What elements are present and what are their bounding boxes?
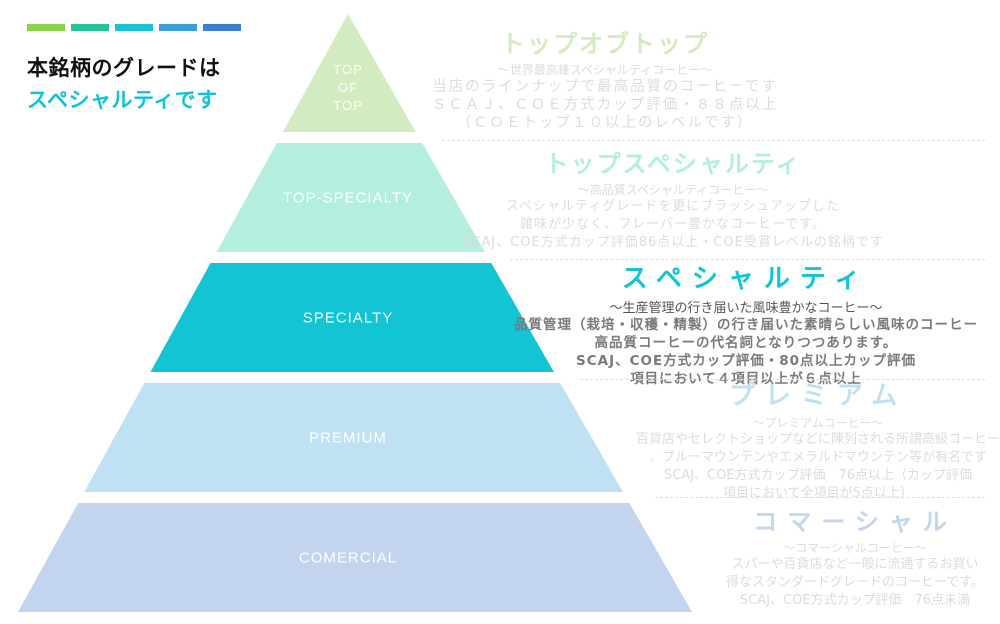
description-body-line: （ＣＯＥトップ１０以上のレベルです） xyxy=(456,115,754,131)
description-body-line: 雑味が少なく、フレーバー豊かなコーヒーです。 xyxy=(520,217,826,232)
pyramid-tier-comercial xyxy=(18,503,692,612)
description-title-premium: プレミアム xyxy=(728,381,908,411)
color-bar-2 xyxy=(71,24,109,31)
pyramid-tier-top-of-top xyxy=(282,14,416,132)
description-body-line: SCAJ、COE方式カップ評価・80点以上カップ評価 xyxy=(576,353,916,369)
description-body-line: SCAJ、COE方式カップ評価 76点以上（カップ評価 xyxy=(663,468,973,483)
description-subtitle-specialty: 〜生産管理の行き届いた風味豊かなコーヒー〜 xyxy=(609,301,883,316)
heading-line-2: スペシャルティです xyxy=(27,88,218,112)
heading-line-1: 本銘柄のグレードは xyxy=(27,56,221,80)
description-body-line: SCAJ、COE方式カップ評価86点以上・COE受賞レベルの銘柄です xyxy=(462,235,884,250)
section-divider xyxy=(580,379,985,380)
section-divider xyxy=(655,497,985,498)
tier-label-comercial: COMERCIAL xyxy=(298,549,398,566)
description-subtitle-comercial: 〜コマーシャルコーヒー〜 xyxy=(783,541,927,555)
description-subtitle-top-of-top: 〜世界最高峰スペシャルティコーヒー〜 xyxy=(497,63,713,77)
description-body-line: 項目において全項目が5点以上） xyxy=(723,486,913,501)
description-title-specialty: スペシャルティ xyxy=(621,264,871,294)
description-title-comercial: コマーシャル xyxy=(753,508,957,536)
pyramid-tier-specialty xyxy=(150,263,554,372)
tier-label-specialty: SPECIALTY xyxy=(302,309,394,326)
description-body-line: SCAJ、COE方式カップ評価 76点未満 xyxy=(739,593,971,608)
tier-label-premium: PREMIUM xyxy=(309,429,387,446)
description-specialty: スペシャルティ〜生産管理の行き届いた風味豊かなコーヒー〜品質管理（栽培・収穫・精… xyxy=(446,258,1000,388)
color-bar-4 xyxy=(159,24,197,31)
description-subtitle-top-specialty: 〜高品質スペシャルティコーヒー〜 xyxy=(577,183,769,197)
color-bar-strip xyxy=(27,24,241,31)
description-body-line: 当店のラインナップで最高品質のコーヒーです xyxy=(432,79,778,95)
description-body-line: 、ブルーマウンテンやエメラルドマウンテン等が有名です xyxy=(648,450,987,465)
description-body-line: 品質管理（栽培・収穫・精製）の行き届いた素晴らしい風味のコーヒー xyxy=(514,317,978,333)
description-body-line: スペシャルティグレードを更にブラッシュアップした xyxy=(505,199,841,214)
color-bar-1 xyxy=(27,24,65,31)
description-body-line: スパーや百貨店など一般に流通するお買い xyxy=(731,557,979,572)
section-divider xyxy=(510,259,985,260)
description-top-of-top: トップオブトップ〜世界最高峰スペシャルティコーヒー〜当店のラインナップで最高品質… xyxy=(305,24,905,132)
color-bar-5 xyxy=(203,24,241,31)
pyramid-tier-top-specialty xyxy=(216,143,485,252)
tier-label-top-specialty: TOP-SPECIALTY xyxy=(283,189,413,206)
description-title-top-of-top: トップオブトップ xyxy=(501,30,709,58)
description-body-line: 高品質コーヒーの代名詞となりつつあります。 xyxy=(594,335,898,351)
section-divider xyxy=(442,140,985,141)
description-top-specialty: トップスペシャルティ〜高品質スペシャルティコーヒー〜スペシャルティグレードを更に… xyxy=(373,144,973,252)
description-body-line: 得なスタンダードグレードのコーヒーです。 xyxy=(726,575,984,590)
description-premium: プレミアム〜プレミアムコーヒー〜百貨店やセレクトショップなどに陳列される所謂高級… xyxy=(518,375,1000,503)
pyramid-tier-premium xyxy=(84,383,623,492)
description-title-top-specialty: トップスペシャルティ xyxy=(544,150,802,178)
description-comercial: コマーシャル〜コマーシャルコーヒー〜スパーや百貨店など一般に流通するお買い得なス… xyxy=(555,502,1000,610)
grade-heading: 本銘柄のグレードは スペシャルティです xyxy=(27,52,221,116)
color-bar-3 xyxy=(115,24,153,31)
description-body-line: ＳＣＡＪ、ＣＯＥ方式カップ評価・８８点以上 xyxy=(431,97,779,113)
description-body-line: 百貨店やセレクトショップなどに陳列される所謂高級コーヒー xyxy=(635,432,1000,447)
description-subtitle-premium: 〜プレミアムコーヒー〜 xyxy=(752,416,884,430)
